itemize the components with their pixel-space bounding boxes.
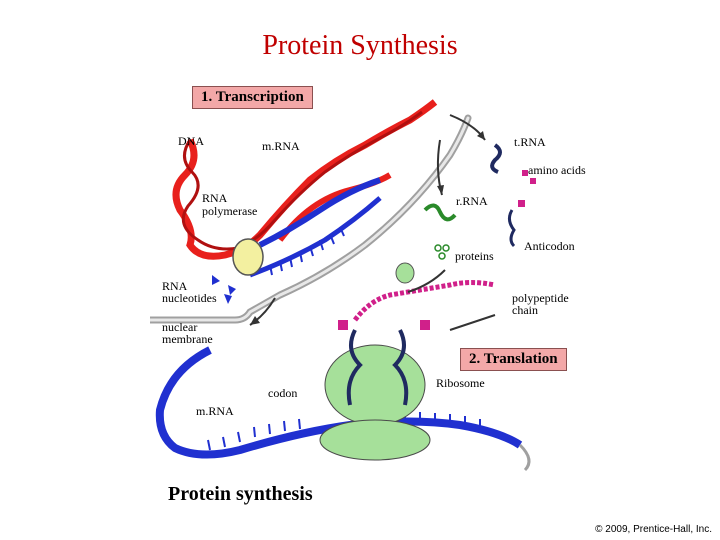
proteins-cluster bbox=[434, 244, 450, 260]
ribosome-small-subunit bbox=[319, 419, 431, 461]
trna-anticodon bbox=[507, 209, 516, 248]
rna-nucleotides bbox=[212, 275, 236, 304]
nuclear-membrane-label-1: nuclear bbox=[162, 320, 198, 334]
amino-acids-label: amino acids bbox=[528, 163, 586, 177]
dna-label: DNA bbox=[178, 134, 204, 148]
proteins-label: proteins bbox=[455, 249, 494, 263]
anticodon-label: Anticodon bbox=[524, 239, 575, 253]
translation-label: 2. Translation bbox=[460, 348, 567, 371]
ribosome-free bbox=[395, 262, 415, 284]
figure-caption: Protein synthesis bbox=[168, 483, 313, 505]
nuclear-membrane-label-2: membrane bbox=[162, 332, 213, 346]
rna-nucleotides-label-1: RNA bbox=[162, 279, 188, 293]
amino-acid-beads bbox=[518, 170, 536, 207]
mrna-transcript bbox=[258, 177, 381, 248]
ribosome-label: Ribosome bbox=[436, 376, 485, 390]
trna-free bbox=[490, 143, 502, 174]
ribosome-large-subunit bbox=[324, 344, 426, 426]
rrna-label: r.RNA bbox=[456, 194, 488, 208]
diagram-illustration bbox=[150, 99, 536, 472]
mrna-bottom-label: m.RNA bbox=[196, 404, 234, 418]
codon-label: codon bbox=[268, 386, 298, 400]
copyright-notice: © 2009, Prentice-Hall, Inc. bbox=[595, 524, 712, 535]
transcription-label: 1. Transcription bbox=[192, 86, 313, 109]
trna-label: t.RNA bbox=[514, 135, 546, 149]
slide-title: Protein Synthesis bbox=[262, 30, 458, 61]
mrna-long bbox=[155, 346, 523, 459]
rna-polymerase-label-2: polymerase bbox=[202, 204, 258, 218]
rrna-strand bbox=[423, 203, 457, 222]
dna-strand bbox=[172, 99, 438, 260]
mrna-top-label: m.RNA bbox=[262, 139, 300, 153]
rna-nucleotides-label-2: nucleotides bbox=[162, 291, 217, 305]
rna-polymerase-label-1: RNA bbox=[202, 191, 228, 205]
rna-polymerase bbox=[232, 238, 264, 276]
protein-synthesis-diagram: 1. Transcription 2. Translation DNA m.RN… bbox=[150, 80, 590, 510]
polypeptide-chain bbox=[353, 280, 496, 322]
mrna-strand-outgoing bbox=[249, 196, 382, 278]
trna-in-ribosome bbox=[346, 329, 409, 406]
polypeptide-label-2: chain bbox=[512, 303, 538, 317]
polypeptide-label-1: polypeptide bbox=[512, 291, 569, 305]
